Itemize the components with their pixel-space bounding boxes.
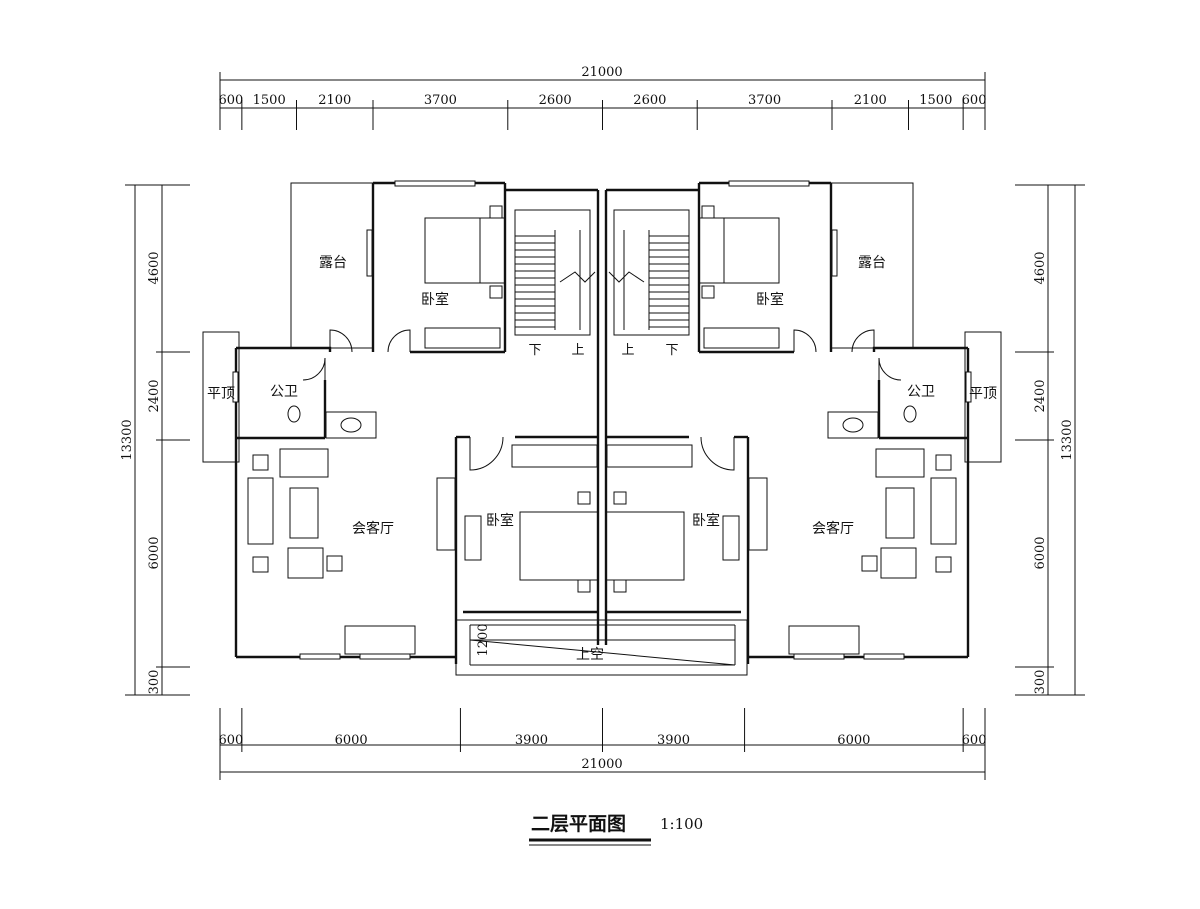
terrace-label-right: 露台 <box>858 255 886 271</box>
bottom-total-dimension: 21000 <box>581 757 622 772</box>
bottom-dimension-segment-label: 3900 <box>515 733 548 748</box>
stair-up-label-left: 上 <box>571 343 584 358</box>
flat-roof-label-left: 平顶 <box>207 386 235 402</box>
top-dimension-segment-label: 1500 <box>919 93 952 108</box>
toilet-label-right: 公卫 <box>907 384 935 400</box>
bedroom-label-center-left: 卧室 <box>486 512 514 529</box>
toilet-label-left: 公卫 <box>270 384 298 400</box>
top-dimension-segment-label: 1500 <box>253 93 286 108</box>
drawing-title-block: 二层平面图 1:100 <box>529 813 703 846</box>
right-seg-300: 300 <box>1033 670 1048 695</box>
top-dimension-segment-label: 3700 <box>748 93 781 108</box>
right-dimension-chain: 13300 4600 2400 6000 300 <box>1015 184 1085 696</box>
drawing-title: 二层平面图 <box>531 813 626 835</box>
drawing-scale: 1:100 <box>660 815 703 833</box>
flat-roof-label-right: 平顶 <box>969 386 997 402</box>
left-seg-2400: 2400 <box>147 379 162 412</box>
living-room-label-right: 会客厅 <box>812 520 854 537</box>
right-total-dimension: 13300 <box>1060 419 1075 460</box>
top-dimension-segment-label: 600 <box>962 93 987 108</box>
bottom-dimension-segment-label: 600 <box>962 733 987 748</box>
bottom-dimension-segment-label: 3900 <box>657 733 690 748</box>
left-dimension-chain: 13300 4600 2400 6000 300 <box>120 184 190 696</box>
bottom-dimension-chain: 600 6000 3900 3900 6000 600 21000 <box>219 708 987 780</box>
top-dimension-segment-label: 2600 <box>633 93 666 108</box>
bottom-dimension-segment-label: 600 <box>219 733 244 748</box>
top-dimension-segment-label: 2100 <box>318 93 351 108</box>
bottom-dimension-segment-label: 6000 <box>335 733 368 748</box>
stair-down-label-right: 下 <box>665 343 678 358</box>
bottom-dimension-segment-label: 6000 <box>837 733 870 748</box>
right-seg-4600: 4600 <box>1033 251 1048 284</box>
void-area: 1200 上空 <box>455 619 748 676</box>
bedroom-label-top-left: 卧室 <box>421 291 449 308</box>
stair-up-label-right: 上 <box>621 343 634 358</box>
bedroom-label-center-right: 卧室 <box>692 512 720 529</box>
right-seg-2400: 2400 <box>1033 379 1048 412</box>
left-seg-4600: 4600 <box>147 251 162 284</box>
top-dimension-segment-label: 600 <box>219 93 244 108</box>
right-unit <box>605 180 1002 664</box>
terrace-label-left: 露台 <box>319 255 347 271</box>
room-labels: 露台 露台 卧室 卧室 卧室 卧室 公卫 公卫 平顶 平顶 会客厅 会客厅 下 … <box>207 255 997 537</box>
left-total-dimension: 13300 <box>120 419 135 460</box>
void-label: 上空 <box>576 647 604 663</box>
left-seg-6000: 6000 <box>147 536 162 569</box>
right-seg-6000: 6000 <box>1033 536 1048 569</box>
living-room-label-left: 会客厅 <box>352 520 394 537</box>
left-seg-300: 300 <box>147 670 162 695</box>
bedroom-label-top-right: 卧室 <box>756 291 784 308</box>
top-dimension-chain: 21000 600 1500 2100 3700 2600 2600 3700 2100 150… <box>219 65 987 130</box>
top-dimension-segment-label: 3700 <box>424 93 457 108</box>
left-unit <box>202 180 608 664</box>
top-dimension-segment-label: 2100 <box>854 93 887 108</box>
stair-down-label-left: 下 <box>528 343 541 358</box>
top-dimension-segment-label: 2600 <box>539 93 572 108</box>
void-depth-dimension: 1200 <box>476 623 491 656</box>
top-total-dimension: 21000 <box>581 65 622 80</box>
